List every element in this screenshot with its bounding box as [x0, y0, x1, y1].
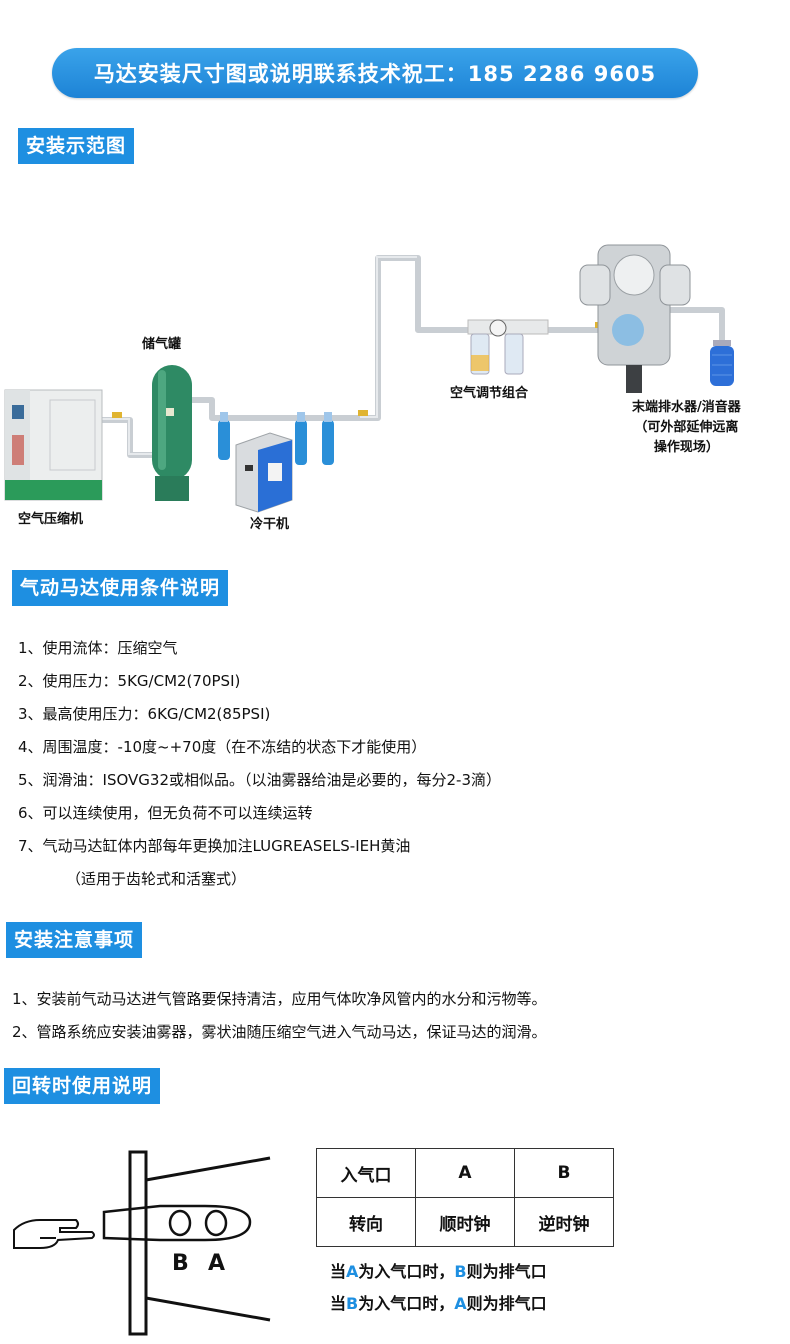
condition-item: 5、润滑油：ISOVG32或相似品。（以油雾器给油是必要的，每分2-3滴）: [18, 771, 502, 789]
air-tank-icon: [152, 365, 192, 501]
condition-item: 7、气动马达缸体内部每年更换加注LUGREASELS-IEH黄油: [18, 837, 411, 855]
label-air-regulator: 空气调节组合: [450, 386, 529, 401]
table-cell: 转向: [316, 1197, 416, 1247]
rotation-drawing-svg: B A: [13, 1150, 271, 1336]
label-drain-muffler: 末端排水器/消音器 （可外部延伸远离 操作现场）: [632, 398, 741, 458]
port-highlight: A: [454, 1294, 467, 1313]
text-segment: 为入气口时，: [358, 1294, 455, 1313]
text-segment: 则为排气口: [466, 1262, 547, 1281]
installation-diagram-svg: [4, 244, 734, 513]
condition-item: 1、使用流体：压缩空气: [18, 639, 178, 657]
install-notes-list: 1、安装前气动马达进气管路要保持清洁，应用气体吹净风管内的水分和污物等。 2、管…: [12, 983, 782, 1049]
rotation-direction-table: 入气口 A B 转向 顺时钟 逆时钟: [316, 1148, 614, 1247]
note-item: 1、安装前气动马达进气管路要保持清洁，应用气体吹净风管内的水分和污物等。: [12, 990, 547, 1008]
air-regulator-icon: [467, 319, 549, 375]
table-cell: 顺时钟: [415, 1197, 515, 1247]
rotation-note-a: 当A为入气口时，B则为排气口: [330, 1258, 547, 1282]
muffler-icon: [710, 340, 734, 386]
condition-item: 3、最高使用压力：6KG/CM2(85PSI): [18, 705, 271, 723]
section-usage-conditions: 气动马达使用条件说明: [12, 570, 229, 606]
installation-diagram: 储气罐 空气压缩机 冷干机 空气调节组合 末端排水器/消音器 （可外部延伸远离 …: [0, 180, 790, 540]
table-cell: 逆时钟: [514, 1197, 614, 1247]
port-label-b: B: [172, 1251, 189, 1276]
label-air-tank: 储气罐: [142, 337, 182, 352]
table-row: 入气口 A B: [316, 1148, 614, 1198]
section-rotation-usage: 回转时使用说明: [4, 1068, 161, 1104]
condition-item: 4、周围温度：-10度~+70度（在不冻结的状态下才能使用）: [18, 738, 427, 756]
port-label-a: A: [208, 1251, 225, 1276]
port-highlight: A: [346, 1262, 359, 1281]
rotation-drawing: B A: [0, 1140, 300, 1340]
port-highlight: B: [454, 1262, 467, 1281]
air-motor-icon: [579, 244, 691, 393]
label-air-compressor: 空气压缩机: [18, 512, 84, 527]
table-cell: A: [415, 1148, 515, 1198]
label-drain-line3: 操作现场）: [653, 440, 719, 455]
section-install-notes: 安装注意事项: [6, 922, 143, 958]
condition-item: （适用于齿轮式和活塞式）: [66, 870, 247, 888]
contact-banner: 马达安装尺寸图或说明联系技术祝工：185 2286 9605: [52, 48, 698, 98]
contact-banner-text: 马达安装尺寸图或说明联系技术祝工：185 2286 9605: [93, 62, 657, 86]
pointing-hand-icon: [13, 1219, 95, 1249]
condition-item: 2、使用压力：5KG/CM2(70PSI): [18, 672, 241, 690]
text-segment: 为入气口时，: [358, 1262, 455, 1281]
note-item: 2、管路系统应安装油雾器，雾状油随压缩空气进入气动马达，保证马达的润滑。: [12, 1023, 547, 1041]
condition-item: 6、可以连续使用，但无负荷不可以连续运转: [18, 804, 313, 822]
table-row: 转向 顺时钟 逆时钟: [316, 1197, 614, 1247]
label-refrigerated-dryer: 冷干机: [250, 517, 290, 532]
rotation-note-b: 当B为入气口时，A则为排气口: [330, 1290, 547, 1314]
motor-side-view: [102, 1150, 271, 1336]
text-segment: 则为排气口: [466, 1294, 547, 1313]
table-cell: B: [514, 1148, 614, 1198]
label-drain-line2: （可外部延伸远离: [634, 420, 739, 435]
text-segment: 当: [330, 1294, 347, 1313]
section-install-demo: 安装示范图: [18, 128, 135, 164]
refrigerated-dryer-icon: [235, 432, 293, 513]
air-compressor-icon: [4, 389, 103, 501]
table-cell: 入气口: [316, 1148, 416, 1198]
text-segment: 当: [330, 1262, 347, 1281]
filter-icon: [218, 412, 334, 465]
usage-conditions-list: 1、使用流体：压缩空气 2、使用压力：5KG/CM2(70PSI) 3、最高使用…: [18, 632, 778, 896]
port-highlight: B: [346, 1294, 359, 1313]
label-drain-line1: 末端排水器/消音器: [632, 400, 741, 415]
